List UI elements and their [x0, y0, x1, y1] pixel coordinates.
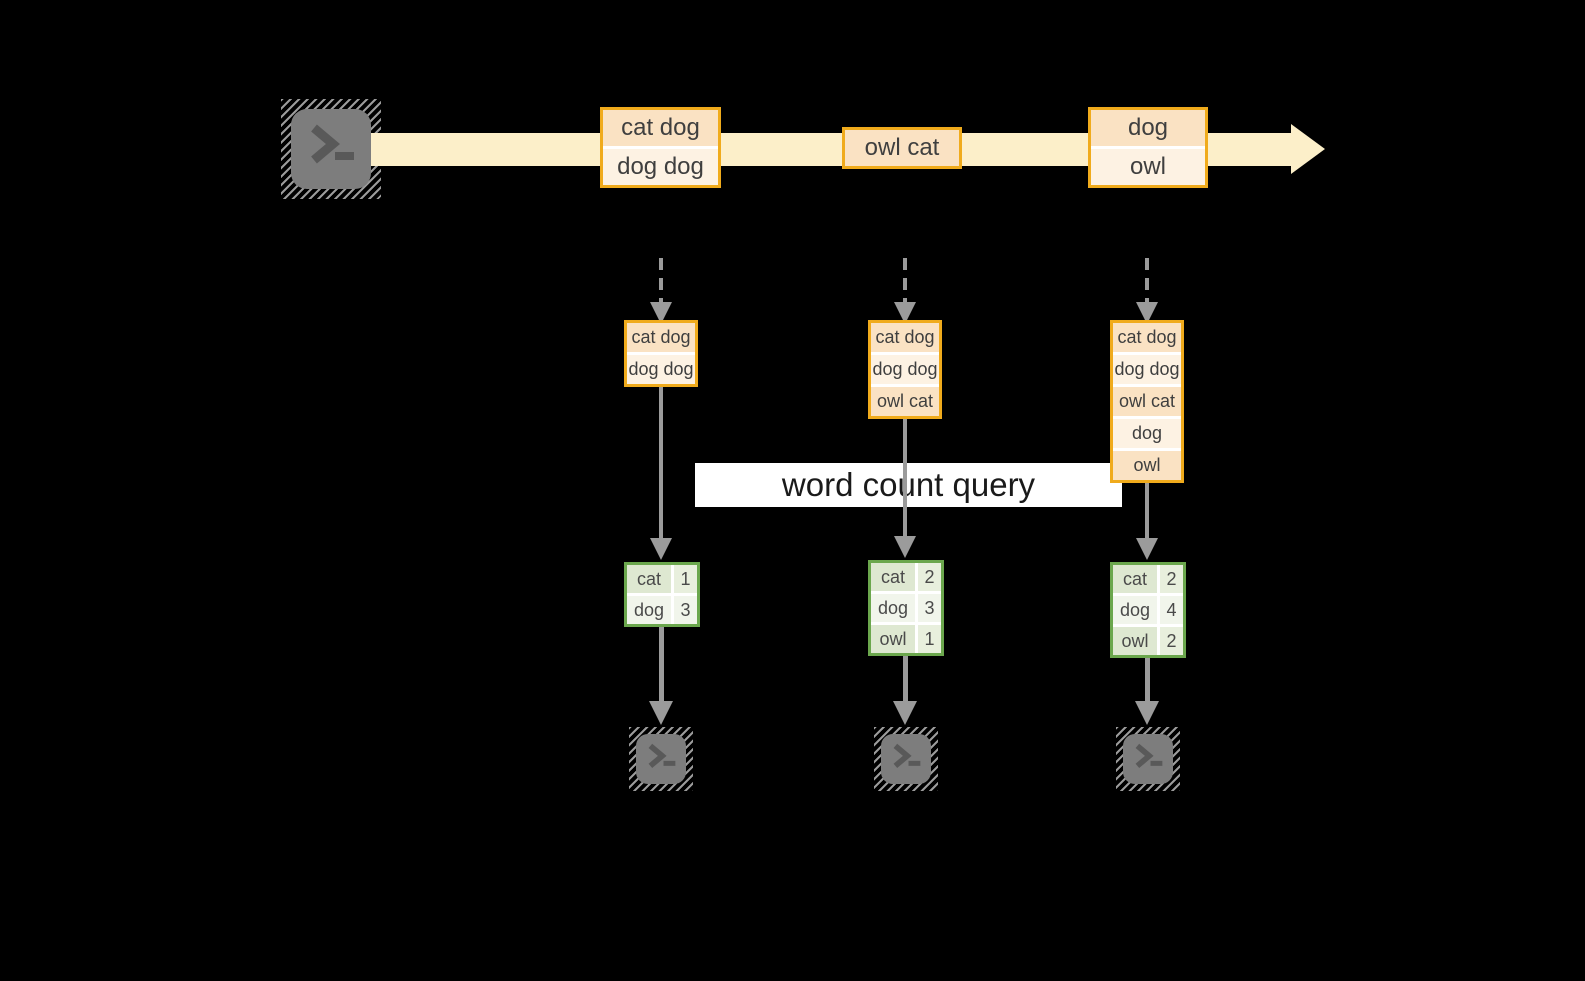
buffer-row: owl [1113, 451, 1181, 480]
buffer-row: owl cat [1113, 387, 1181, 416]
buffer-row: cat dog [627, 323, 695, 352]
buffer-row: owl cat [871, 387, 939, 416]
ingest-arrow-dashed [659, 258, 663, 304]
stream-event-box: cat dog dog dog [600, 107, 721, 188]
table-count-cell: 4 [1160, 596, 1183, 624]
ingest-arrow-dashed [1145, 258, 1149, 304]
stream-event-box: dog owl [1088, 107, 1208, 188]
table-word-cell: owl [871, 625, 915, 653]
terminal-body [881, 734, 931, 784]
terminal-prompt-icon [1135, 743, 1163, 769]
terminal-body [291, 109, 371, 189]
event-buffer-stack: cat dog dog dog owl cat [868, 320, 942, 419]
result-arrow [903, 656, 908, 701]
arrowhead-icon [894, 302, 916, 324]
ingest-arrow-dashed [903, 258, 907, 304]
terminal-prompt-icon [893, 743, 921, 769]
table-word-cell: cat [627, 565, 671, 593]
stream-event-box: owl cat [842, 127, 962, 169]
event-text: owl cat [845, 130, 959, 166]
table-word-cell: dog [871, 594, 915, 622]
table-word-cell: dog [1113, 596, 1157, 624]
consumer-terminal-icon [629, 727, 693, 791]
event-text: dog [1091, 110, 1205, 146]
table-count-cell: 2 [918, 563, 941, 591]
event-text: owl [1091, 149, 1205, 185]
arrowhead-icon [1135, 701, 1159, 725]
arrowhead-icon [1136, 538, 1158, 560]
table-count-cell: 1 [674, 565, 697, 593]
arrowhead-icon [894, 536, 916, 558]
table-count-cell: 3 [674, 596, 697, 624]
query-banner: word count query [695, 463, 1122, 507]
table-count-cell: 2 [1160, 627, 1183, 655]
consumer-terminal-icon [874, 727, 938, 791]
buffer-row: cat dog [871, 323, 939, 352]
terminal-prompt-icon [648, 743, 676, 769]
arrowhead-icon [1136, 302, 1158, 324]
table-count-cell: 2 [1160, 565, 1183, 593]
stream-arrowhead-icon [1291, 124, 1325, 174]
arrowhead-icon [649, 701, 673, 725]
count-table: cat 1 dog 3 [624, 562, 700, 627]
query-arrow [903, 419, 907, 538]
buffer-row: dog dog [871, 355, 939, 384]
query-arrow [659, 387, 663, 540]
result-arrow [1145, 658, 1150, 701]
buffer-row: dog dog [627, 355, 695, 384]
query-arrow [1145, 483, 1149, 538]
consumer-terminal-icon [1116, 727, 1180, 791]
event-buffer-stack: cat dog dog dog [624, 320, 698, 387]
arrowhead-icon [650, 302, 672, 324]
buffer-row: cat dog [1113, 323, 1181, 352]
event-buffer-stack: cat dog dog dog owl cat dog owl [1110, 320, 1184, 483]
event-text: cat dog [603, 110, 718, 146]
count-table: cat 2 dog 3 owl 1 [868, 560, 944, 656]
buffer-row: dog dog [1113, 355, 1181, 384]
terminal-prompt-icon [311, 124, 354, 164]
table-count-cell: 1 [918, 625, 941, 653]
buffer-row: dog [1113, 419, 1181, 448]
table-word-cell: cat [871, 563, 915, 591]
arrowhead-icon [893, 701, 917, 725]
arrowhead-icon [650, 538, 672, 560]
table-word-cell: cat [1113, 565, 1157, 593]
terminal-body [1123, 734, 1173, 784]
terminal-body [636, 734, 686, 784]
table-count-cell: 3 [918, 594, 941, 622]
event-text: dog dog [603, 149, 718, 185]
result-arrow [659, 627, 664, 701]
table-word-cell: owl [1113, 627, 1157, 655]
count-table: cat 2 dog 4 owl 2 [1110, 562, 1186, 658]
table-word-cell: dog [627, 596, 671, 624]
source-terminal-icon [281, 99, 381, 199]
